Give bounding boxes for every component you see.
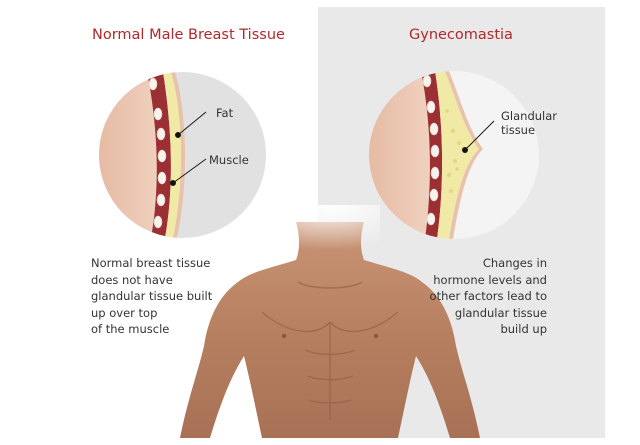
caption-line: other factors lead to — [429, 289, 547, 303]
caption-line: glandular tissue built — [91, 289, 213, 303]
gynecomastia-title: Gynecomastia — [409, 27, 513, 43]
caption-line: of the muscle — [91, 322, 170, 336]
caption-line: Normal breast tissue — [91, 256, 211, 270]
caption-line: glandular tissue — [454, 305, 547, 320]
caption-line: up over top — [91, 305, 158, 320]
gynecomastia-cross-section — [369, 71, 539, 239]
gynecomastia-caption: Changes in hormone levels and other fact… — [420, 255, 547, 338]
caption-line: build up — [500, 322, 547, 336]
caption-line: Changes in — [482, 256, 547, 270]
glandular-label-line2: tissue — [501, 123, 536, 137]
glandular-label: Glandular tissue — [501, 109, 557, 137]
caption-line: does not have — [91, 272, 173, 287]
fat-label: Fat — [216, 106, 234, 120]
normal-tissue-title: Normal Male Breast Tissue — [92, 27, 285, 43]
glandular-label-line1: Glandular — [501, 109, 558, 123]
normal-tissue-cross-section — [99, 72, 266, 238]
caption-line: hormone levels and — [433, 272, 547, 287]
normal-tissue-caption: Normal breast tissue does not have gland… — [91, 255, 231, 338]
muscle-label: Muscle — [209, 153, 249, 167]
